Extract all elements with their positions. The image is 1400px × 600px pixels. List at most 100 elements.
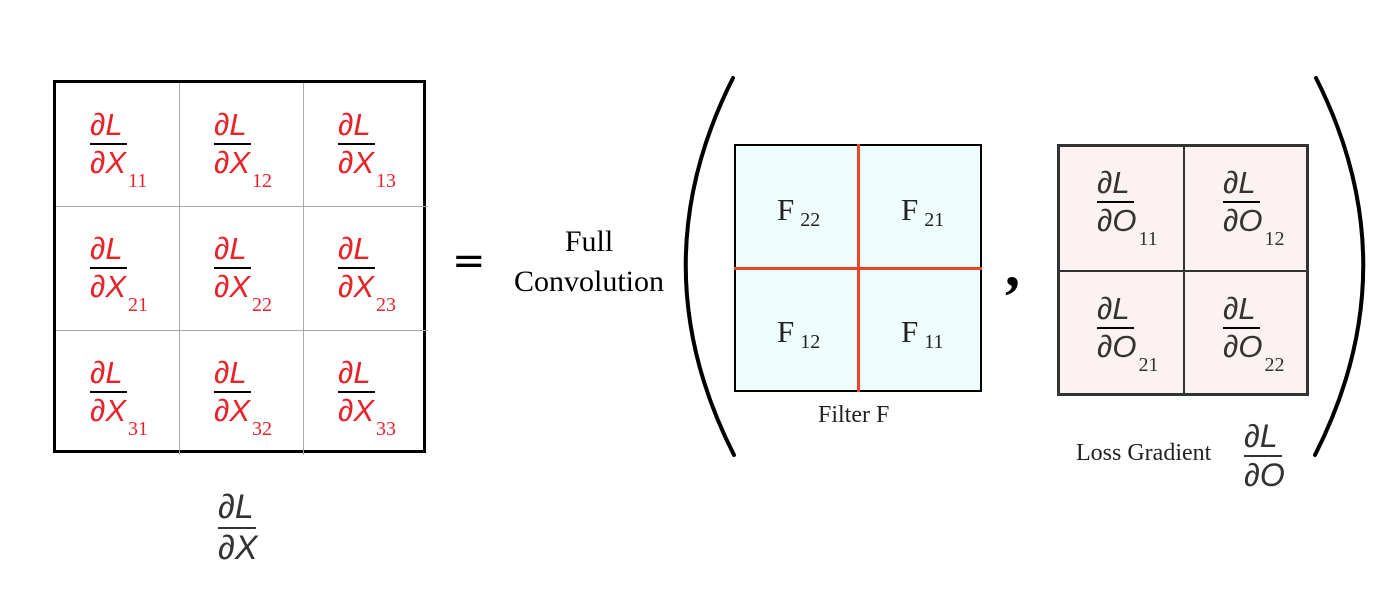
- partial-symbol: ∂: [1097, 291, 1113, 326]
- fraction-bar: [90, 143, 127, 145]
- loss-symbol: L: [229, 231, 247, 266]
- loss-symbol: L: [1238, 291, 1256, 326]
- partial-symbol: ∂: [90, 355, 106, 390]
- loss-symbol: L: [229, 355, 247, 390]
- partial-symbol: ∂: [90, 393, 106, 428]
- partial-symbol: ∂: [1223, 291, 1239, 326]
- partial-symbol: ∂: [1223, 165, 1239, 200]
- variable: O: [1112, 329, 1137, 364]
- right-parenthesis: [1313, 76, 1366, 457]
- filter-name: F: [901, 192, 919, 227]
- filter-name: F: [901, 314, 919, 349]
- subscript: 21: [924, 209, 945, 231]
- fraction-bar: [218, 527, 256, 529]
- filter-name: F: [777, 192, 795, 227]
- subscript: 21: [128, 294, 149, 316]
- variable: X: [353, 269, 375, 304]
- partial-symbol: ∂: [1244, 457, 1260, 493]
- variable: X: [229, 269, 251, 304]
- partial-fraction: ∂L ∂X32: [214, 355, 272, 439]
- variable: X: [105, 269, 127, 304]
- matrix-cell: ∂L ∂X22: [180, 207, 304, 331]
- partial-symbol: ∂: [214, 145, 230, 180]
- matrix-cell: ∂L ∂X11: [56, 83, 180, 207]
- variable: X: [229, 145, 251, 180]
- partial-symbol: ∂: [214, 107, 230, 142]
- partial-symbol: ∂: [218, 488, 235, 526]
- partial-fraction: ∂L ∂X22: [214, 231, 272, 315]
- loss-symbol: L: [105, 355, 123, 390]
- comma-separator: ,: [1005, 233, 1020, 299]
- variable: X: [353, 145, 375, 180]
- loss-symbol: L: [105, 231, 123, 266]
- partial-symbol: ∂: [90, 269, 106, 304]
- filter-caption: Filter F: [818, 402, 890, 428]
- subscript: 11: [128, 170, 148, 192]
- fraction-bar: [338, 143, 375, 145]
- loss-gradient-caption: Loss Gradient: [1076, 440, 1212, 466]
- partial-fraction: ∂L ∂X23: [338, 231, 396, 315]
- variable: O: [1259, 457, 1285, 493]
- input-gradient-label: ∂L ∂X: [218, 490, 258, 565]
- fraction-bar: [214, 143, 251, 145]
- partial-symbol: ∂: [1223, 203, 1239, 238]
- subscript: 21: [1138, 354, 1159, 376]
- fraction-bar: [1223, 201, 1260, 203]
- partial-fraction: ∂L ∂X33: [338, 355, 396, 439]
- subscript: 22: [800, 209, 821, 231]
- matrix-cell: ∂L ∂X21: [56, 207, 180, 331]
- fraction-bar: [90, 391, 127, 393]
- variable: X: [105, 393, 127, 428]
- partial-fraction: ∂L ∂X21: [90, 231, 148, 315]
- loss-symbol: L: [353, 355, 371, 390]
- partial-symbol: ∂: [90, 231, 106, 266]
- partial-symbol: ∂: [90, 145, 106, 180]
- matrix-cell: ∂L ∂X13: [304, 83, 428, 207]
- loss-symbol: L: [229, 107, 247, 142]
- fraction-bar: [214, 267, 251, 269]
- variable: X: [353, 393, 375, 428]
- matrix-cell: ∂L ∂X31: [56, 331, 180, 455]
- subscript: 23: [376, 294, 397, 316]
- subscript: 22: [1264, 354, 1285, 376]
- subscript: 32: [252, 418, 273, 440]
- loss-symbol: L: [234, 488, 254, 526]
- fraction-bar: [90, 267, 127, 269]
- subscript: 33: [376, 418, 397, 440]
- equals-sign: =: [452, 238, 486, 284]
- partial-fraction: ∂L ∂O11: [1097, 165, 1158, 249]
- loss-gradient-matrix: ∂L ∂O11 ∂L ∂O12 ∂L ∂O21 ∂L ∂O22: [1057, 144, 1309, 396]
- subscript: 13: [376, 170, 397, 192]
- subscript: 22: [252, 294, 273, 316]
- variable: X: [229, 393, 251, 428]
- fraction-bar: [1097, 201, 1134, 203]
- loss-symbol: L: [353, 107, 371, 142]
- partial-symbol: ∂: [1223, 329, 1239, 364]
- matrix-cell: ∂L ∂X23: [304, 207, 428, 331]
- fraction-bar: [338, 391, 375, 393]
- variable: O: [1112, 203, 1137, 238]
- partial-fraction: ∂L ∂X31: [90, 355, 148, 439]
- loss-horizontal-divider: [1060, 270, 1306, 272]
- operation-line-2: Convolution: [513, 265, 664, 298]
- fraction-bar: [338, 267, 375, 269]
- variable: X: [105, 145, 127, 180]
- partial-fraction: ∂L ∂O12: [1223, 165, 1284, 249]
- fraction-bar: [1223, 327, 1260, 329]
- loss-symbol: L: [353, 231, 371, 266]
- partial-fraction: ∂L ∂X11: [90, 109, 147, 191]
- operation-line-1: Full: [564, 225, 614, 258]
- loss-symbol: L: [1112, 291, 1130, 326]
- partial-symbol: ∂: [214, 355, 230, 390]
- partial-symbol: ∂: [338, 355, 354, 390]
- filter-name: F: [777, 314, 795, 349]
- matrix-cell: ∂L ∂X32: [180, 331, 304, 455]
- variable: O: [1238, 329, 1263, 364]
- variable: O: [1238, 203, 1263, 238]
- operation-label: Full Convolution: [500, 222, 678, 302]
- loss-symbol: L: [1112, 165, 1130, 200]
